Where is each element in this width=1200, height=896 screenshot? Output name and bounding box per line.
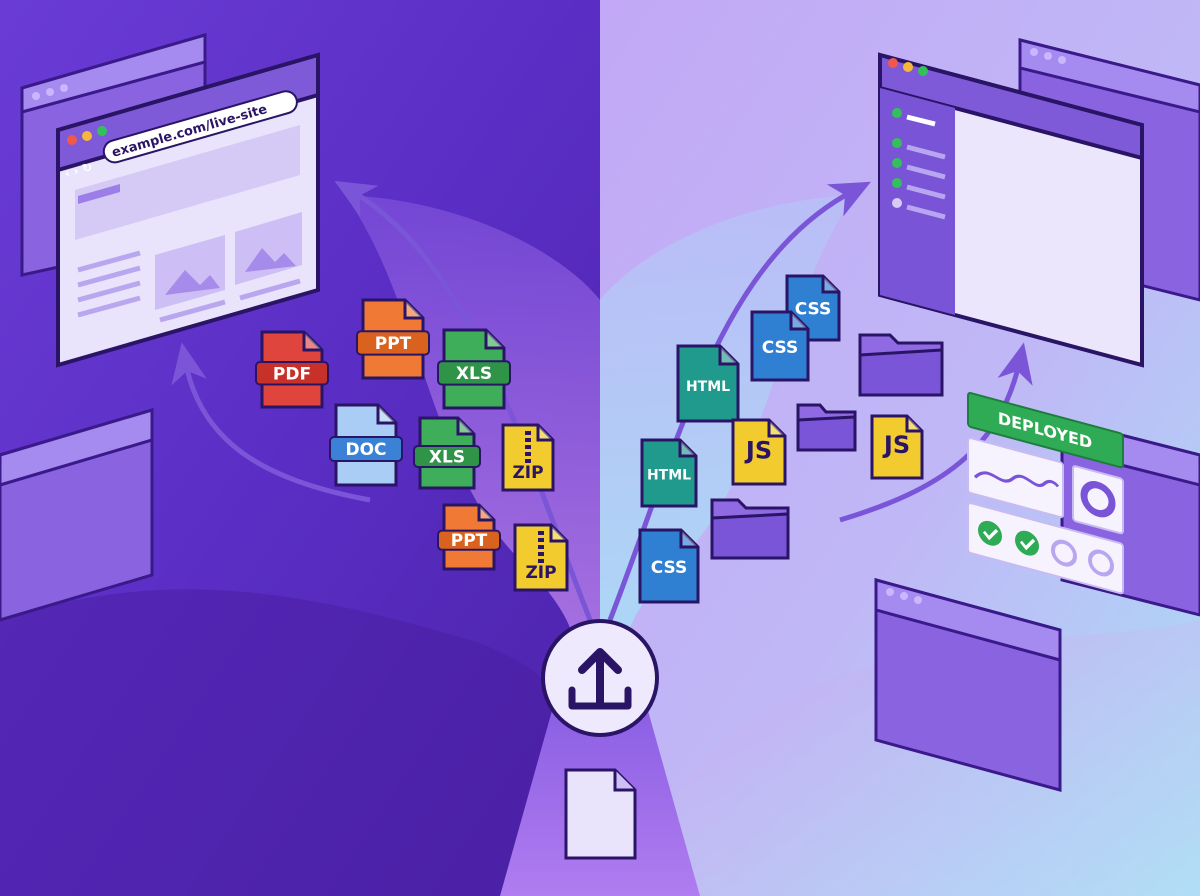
- donut-chart-icon: [1080, 481, 1116, 518]
- sidebar-status-icon: [892, 198, 902, 208]
- file-type-label: XLS: [456, 364, 492, 384]
- folder-icon: [710, 498, 790, 560]
- sidebar-status-icon: [892, 158, 902, 168]
- sidebar-item[interactable]: [906, 114, 936, 127]
- check-circle-icon: [1015, 530, 1039, 556]
- address-bar[interactable]: [101, 89, 299, 165]
- image-icon-1: [165, 270, 220, 295]
- css-file-icon: CSS: [750, 310, 810, 382]
- donut-chart-card: [1072, 465, 1124, 535]
- upload-arrow-icon: [578, 648, 622, 706]
- file-type-label: XLS: [429, 448, 465, 468]
- file-type-label: HTML: [647, 468, 691, 484]
- folder-icon: [796, 403, 857, 452]
- text-line: [77, 280, 141, 303]
- pdf-file-icon: PDF: [255, 330, 329, 409]
- text-line: [159, 299, 226, 323]
- file-type-label: PPT: [451, 531, 488, 551]
- arrow-to-left-site-lower: [171, 342, 371, 503]
- ppt-file-icon: PPT: [437, 503, 501, 571]
- zip-file-icon: ZIP: [501, 423, 555, 492]
- page-heading-bar: [78, 184, 120, 204]
- source-file-icon: [564, 768, 637, 860]
- zip-file-icon: ZIP: [513, 523, 569, 592]
- pending-circle-icon: [1051, 539, 1077, 567]
- image-icon-2: [245, 248, 296, 272]
- file-type-label: PDF: [273, 364, 311, 384]
- sidebar-check-icon: [892, 108, 902, 118]
- window-minimize-dot[interactable]: [903, 62, 913, 72]
- css-file-icon: CSS: [638, 528, 700, 604]
- html-file-icon: HTML: [640, 438, 698, 508]
- deployed-dashboard-window: DEPLOYED: [878, 52, 1144, 595]
- doc-file-icon: DOC: [329, 403, 403, 487]
- sidebar-status-icon: [892, 138, 902, 148]
- file-type-label: HTML: [686, 379, 730, 395]
- live-site-browser-window: ‹ › ↻ example.com/live-site: [56, 52, 320, 368]
- window-minimize-dot[interactable]: [82, 131, 92, 141]
- sidebar-item[interactable]: [906, 204, 946, 220]
- hero-banner: [75, 125, 300, 240]
- folder-icon: [858, 333, 944, 397]
- file-type-label: JS: [744, 436, 772, 464]
- js-file-icon: JS: [870, 414, 924, 480]
- upload-tray-icon: [568, 686, 632, 710]
- file-type-label: DOC: [345, 440, 386, 460]
- file-type-label: CSS: [795, 299, 832, 319]
- text-line: [77, 250, 141, 273]
- window-maximize-dot[interactable]: [918, 66, 928, 76]
- line-chart-icon: [973, 471, 1060, 488]
- file-type-label: ZIP: [512, 463, 543, 483]
- window-maximize-dot[interactable]: [97, 126, 107, 136]
- file-type-label: CSS: [651, 558, 688, 578]
- document-file-icons: PDF PPT XLS DOC XLS ZIP PPT ZIP: [255, 298, 569, 592]
- js-file-icon: JS: [731, 418, 787, 486]
- xls-file-icon: XLS: [437, 328, 511, 410]
- status-checks-card: [967, 502, 1124, 595]
- file-type-label: ZIP: [525, 563, 556, 583]
- sidebar-item[interactable]: [906, 144, 946, 160]
- text-line: [77, 295, 141, 318]
- code-file-icons: CSS CSS HTML JS JS HTML CSS: [638, 274, 924, 604]
- sidebar-status-icon: [892, 178, 902, 188]
- sidebar-item[interactable]: [906, 184, 946, 200]
- html-file-icon: HTML: [676, 344, 740, 423]
- file-type-label: JS: [882, 431, 910, 459]
- deployed-status-badge: [967, 392, 1124, 469]
- sidebar-item[interactable]: [906, 164, 946, 180]
- ppt-file-icon: PPT: [356, 298, 430, 380]
- window-close-dot[interactable]: [67, 135, 77, 145]
- bg-window-right-bottom: [874, 578, 1062, 792]
- check-circle-icon: [978, 520, 1002, 546]
- bg-window-left-bottom: [0, 407, 154, 622]
- check-icon: [982, 528, 999, 541]
- file-type-label: CSS: [762, 338, 799, 358]
- pending-circle-icon: [1088, 549, 1114, 577]
- arrow-to-dashboard-lower: [839, 342, 1033, 523]
- xls-file-icon: XLS: [413, 416, 481, 490]
- left-lower-shade: [0, 589, 610, 896]
- check-icon: [1019, 538, 1036, 551]
- upload-button[interactable]: [541, 619, 659, 737]
- file-type-label: PPT: [375, 334, 412, 354]
- window-close-dot[interactable]: [888, 58, 898, 68]
- text-line: [77, 265, 141, 288]
- text-line: [239, 278, 301, 301]
